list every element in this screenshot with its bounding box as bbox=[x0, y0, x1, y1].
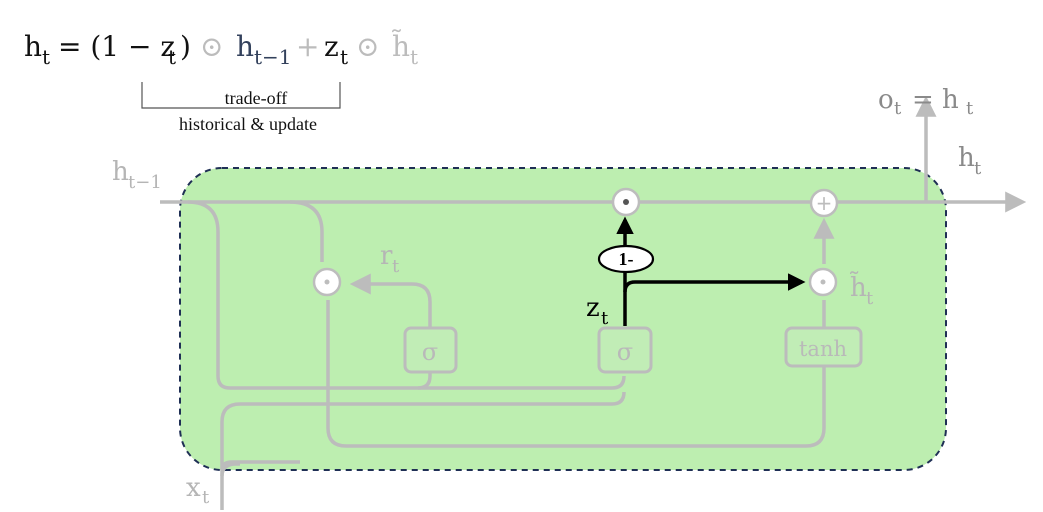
eq-hprev: h bbox=[236, 30, 254, 63]
one-minus-node: 1- bbox=[597, 244, 655, 274]
h-tilde-label: h̃ bbox=[850, 271, 867, 303]
candidate-mul-op bbox=[808, 267, 838, 297]
hprev-to-reset-wire bbox=[289, 200, 324, 262]
sigma-r-gate: σ bbox=[403, 326, 458, 374]
tradeoff-line1: trade-off bbox=[225, 88, 288, 108]
z-label: z bbox=[586, 293, 600, 323]
x-in-label: x bbox=[186, 473, 201, 503]
eq-z2-sub: t bbox=[340, 45, 348, 69]
mul-dot-icon bbox=[324, 279, 330, 285]
x-in-label-sub: t bbox=[202, 487, 210, 508]
reset-to-tanh-wire bbox=[326, 300, 826, 448]
hprev-to-gates-wire bbox=[187, 200, 626, 390]
update-equation: h t = (1 − z t ) ⊙ h t−1 + z t ⊙ h̃ t bbox=[24, 29, 418, 69]
h-in-label-sub: t−1 bbox=[128, 172, 162, 193]
eq-lhs-sub: t bbox=[42, 45, 50, 69]
eq-equals: = (1 − z bbox=[58, 30, 175, 63]
gru-cell bbox=[179, 167, 947, 471]
h-out-label: h bbox=[958, 143, 975, 173]
eq-plus: + bbox=[296, 30, 319, 63]
h-in-label: h bbox=[112, 157, 129, 187]
sigma-z-gate: σ bbox=[597, 326, 653, 374]
sigma-r-label: σ bbox=[422, 338, 438, 366]
h-tilde-label-sub: t bbox=[866, 288, 874, 309]
reset-gate-arrow bbox=[349, 273, 432, 328]
xt-input-wire bbox=[220, 391, 626, 510]
eq-htilde-sub: t bbox=[410, 45, 418, 69]
tradeoff-line2: historical & update bbox=[179, 114, 317, 134]
tanh-gate: tanh bbox=[784, 326, 863, 368]
mul-dot-icon bbox=[623, 199, 629, 205]
output-label: o bbox=[878, 85, 894, 115]
r-label: r bbox=[380, 241, 393, 271]
eq-odot1: ⊙ bbox=[200, 30, 223, 63]
xt-branch-stub bbox=[220, 462, 240, 477]
eq-lhs: h bbox=[24, 30, 42, 63]
add-op: + bbox=[809, 188, 839, 218]
eq-odot2: ⊙ bbox=[356, 30, 379, 63]
r-label-sub: t bbox=[392, 256, 400, 277]
eq-z2: z bbox=[324, 30, 339, 63]
zt-path-right bbox=[623, 273, 806, 293]
to-sigma-r-wire bbox=[417, 354, 432, 390]
eq-close-paren: ) bbox=[180, 30, 191, 63]
z-label-sub: t bbox=[601, 308, 609, 329]
tanh-label: tanh bbox=[799, 337, 847, 361]
tradeoff-annotation: trade-off historical & update bbox=[141, 82, 341, 134]
mul-dot-icon bbox=[820, 279, 826, 285]
eq-z-sub: t bbox=[168, 45, 176, 69]
top-mul-op bbox=[611, 187, 641, 217]
one-minus-label: 1- bbox=[619, 249, 634, 269]
h-out-label-sub: t bbox=[974, 158, 982, 179]
output-label-sub: t bbox=[894, 98, 902, 119]
plus-icon: + bbox=[816, 191, 833, 215]
reset-mul-op bbox=[312, 267, 342, 297]
output-eq-sub: t bbox=[966, 98, 974, 119]
sigma-z-label: σ bbox=[617, 338, 633, 366]
node-labels: o t = h t h t h t−1 x t r t z t h̃ t bbox=[112, 85, 982, 508]
output-eq: = h bbox=[912, 85, 959, 115]
eq-htilde: h̃ bbox=[391, 29, 410, 63]
eq-hprev-sub: t−1 bbox=[254, 45, 292, 69]
